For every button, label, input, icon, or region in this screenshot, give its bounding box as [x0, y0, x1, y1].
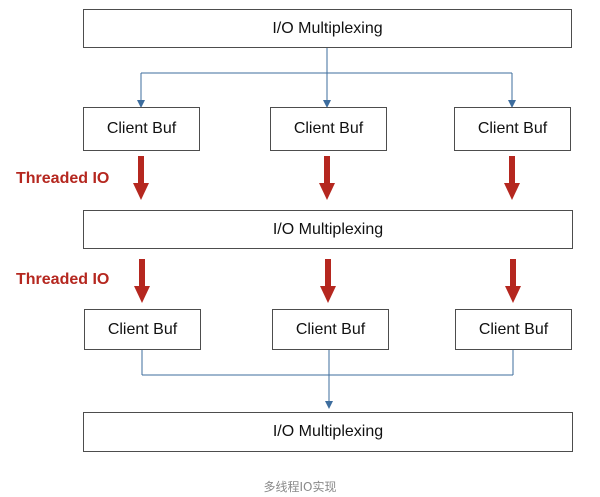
client-buf-label: Client Buf [293, 120, 364, 137]
client-buf-box: Client Buf [83, 107, 200, 151]
client-buf-label: Client Buf [106, 120, 177, 137]
client-buf-label: Client Buf [477, 120, 548, 137]
threaded-arrow [134, 259, 150, 303]
top-io-multiplexing-label: I/O Multiplexing [272, 19, 383, 37]
threaded-arrow [133, 156, 149, 200]
threaded-arrow [505, 259, 521, 303]
fanout-connector [137, 48, 516, 108]
client-buf-box: Client Buf [270, 107, 387, 151]
threaded-arrow [320, 259, 336, 303]
bottom-io-multiplexing-label: I/O Multiplexing [272, 423, 384, 440]
client-buf-box: Client Buf [272, 309, 389, 350]
fanin-connector [141, 350, 514, 409]
threaded-io-label-2: Threaded IO [16, 271, 110, 288]
client-buf-box: Client Buf [455, 309, 572, 350]
client-buf-label: Client Buf [478, 320, 549, 338]
figure-caption: 多线程IO实现 [263, 480, 337, 494]
top-io-multiplexing-box: I/O Multiplexing [83, 9, 572, 48]
middle-io-multiplexing-label: I/O Multiplexing [272, 220, 384, 238]
threaded-arrows-group-1 [133, 156, 520, 200]
client-buf-box: Client Buf [84, 309, 201, 350]
threaded-io-label-1: Threaded IO [16, 170, 110, 187]
client-buf-label: Client Buf [295, 320, 366, 338]
middle-io-multiplexing-box: I/O Multiplexing [83, 210, 573, 249]
bottom-io-multiplexing-box: I/O Multiplexing [83, 412, 573, 452]
client-buf-box: Client Buf [454, 107, 571, 151]
threaded-arrow [504, 156, 520, 200]
threaded-arrows-group-2 [134, 259, 521, 303]
threaded-arrow [319, 156, 335, 200]
client-buf-label: Client Buf [107, 320, 178, 338]
